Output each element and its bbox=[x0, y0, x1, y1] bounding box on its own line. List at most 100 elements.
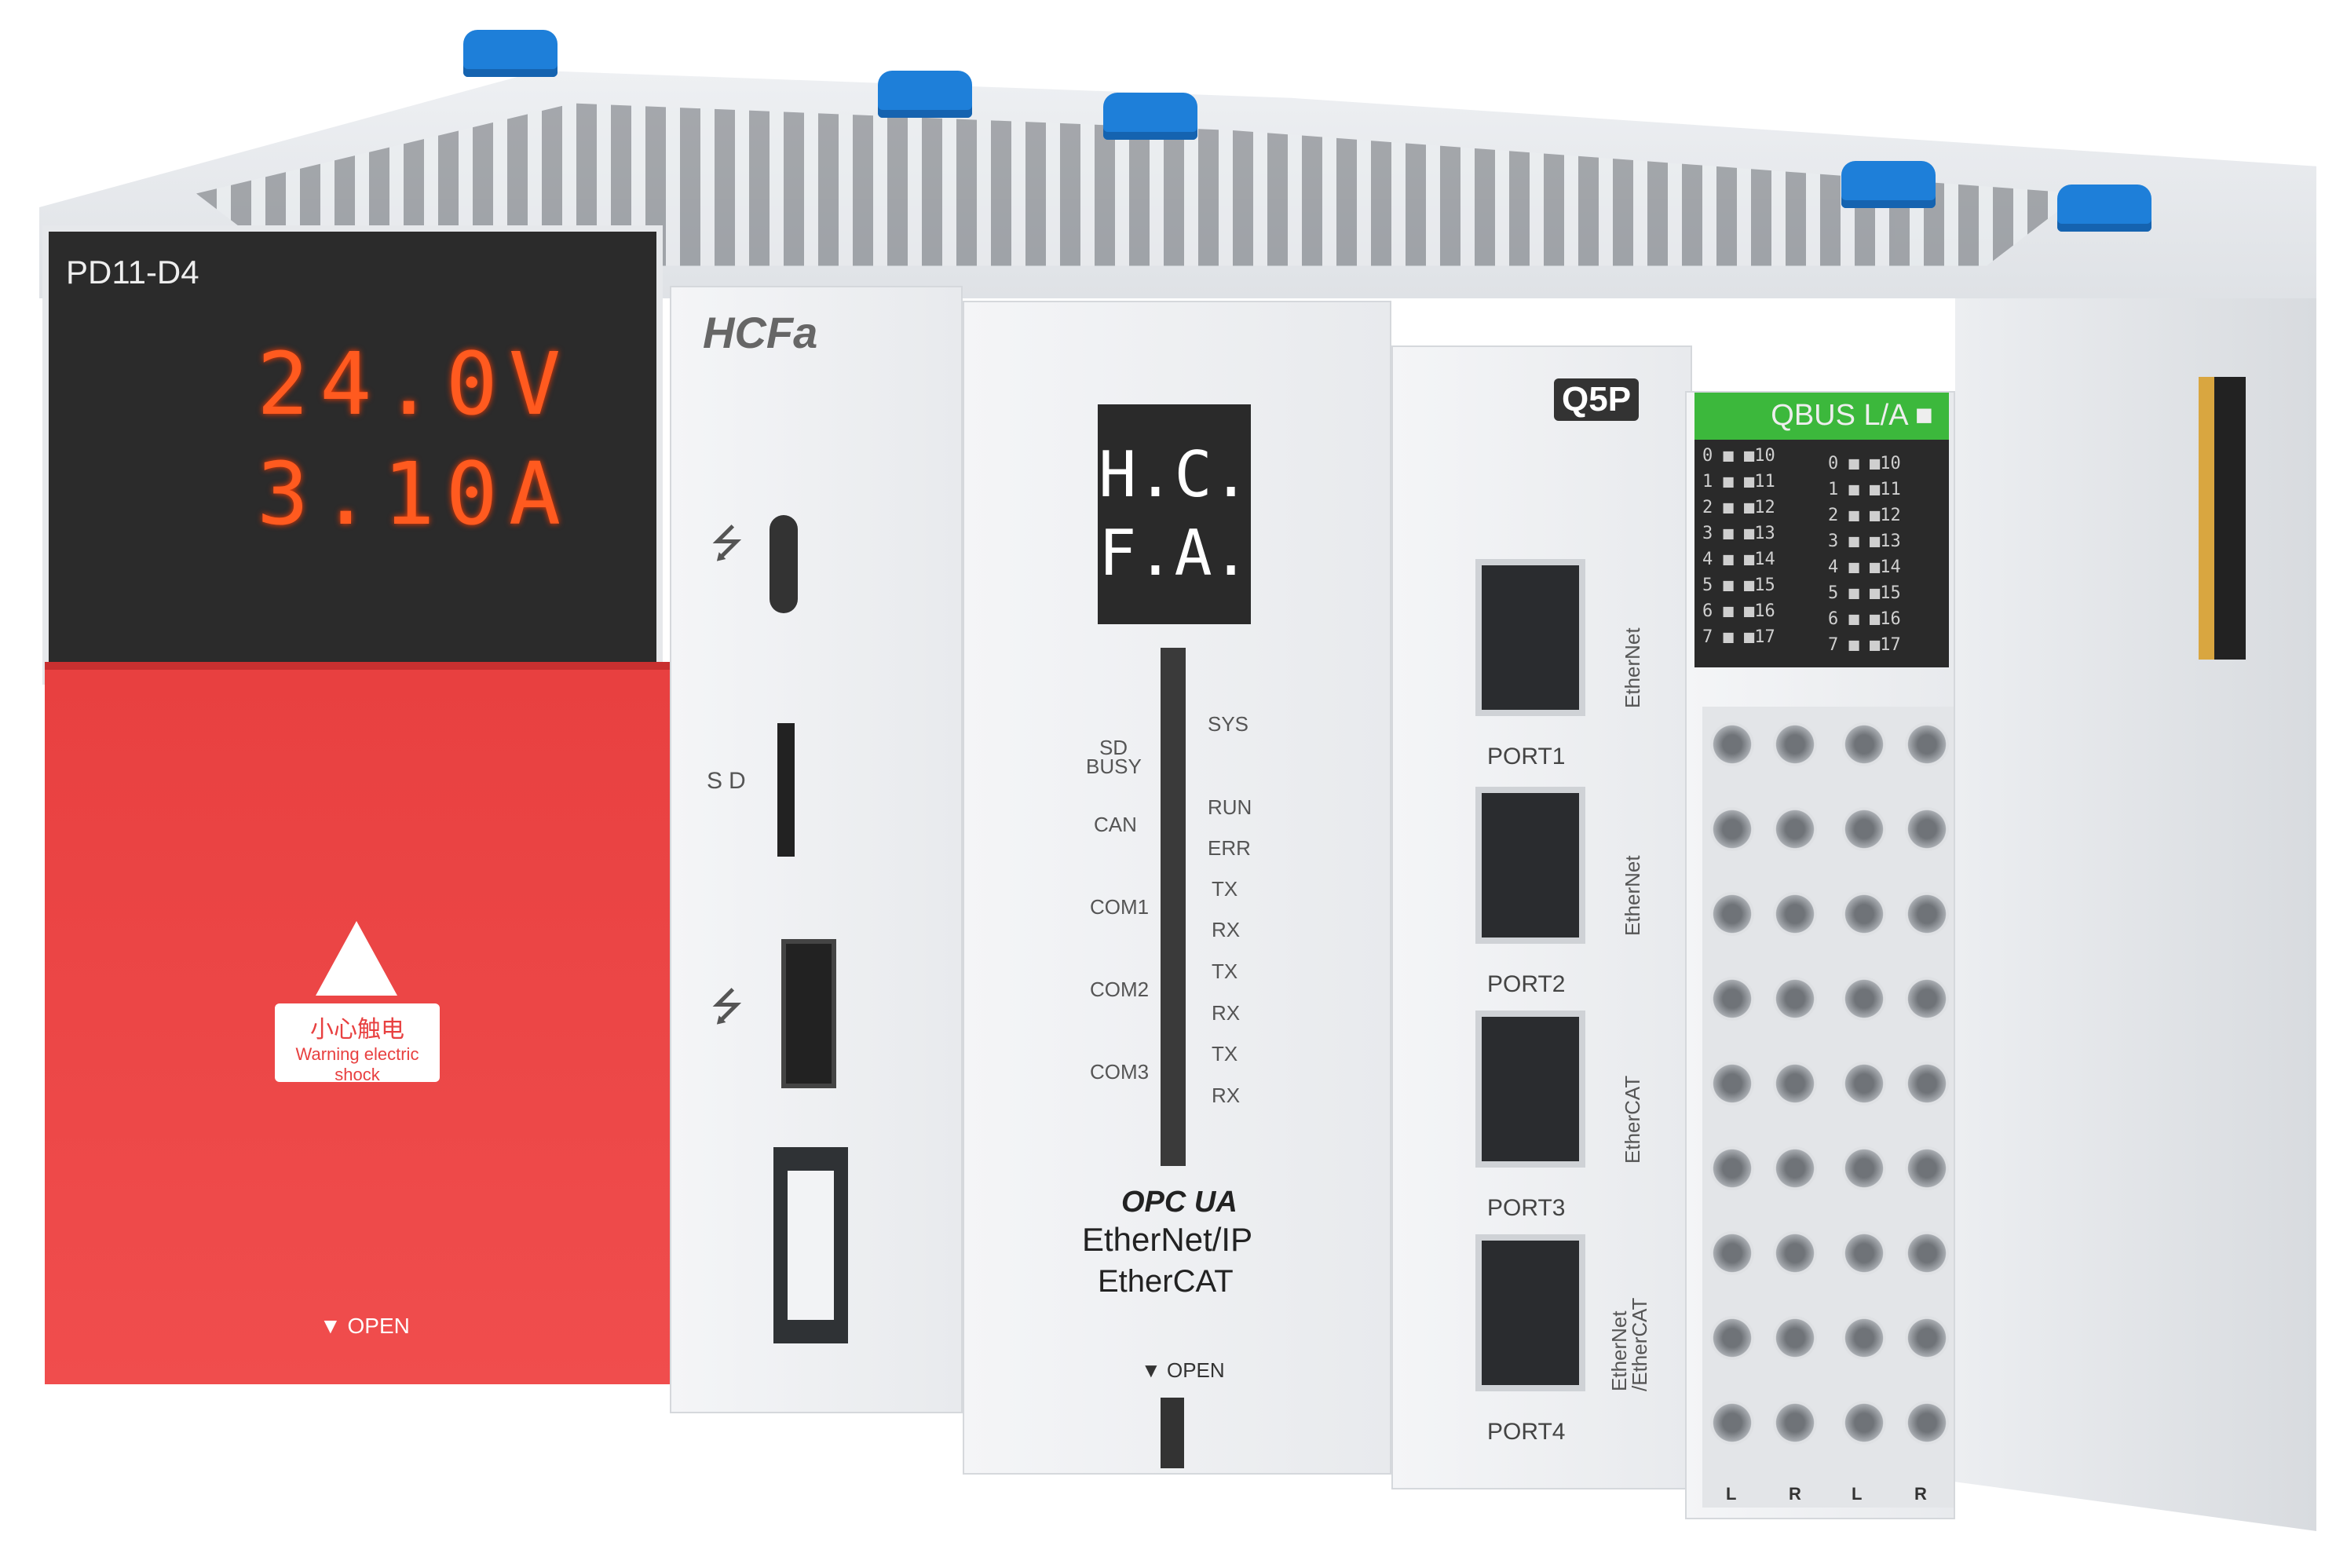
terminal-socket[interactable] bbox=[1842, 1231, 1886, 1275]
channel-label: 14 bbox=[1880, 557, 1901, 577]
terminal-socket[interactable] bbox=[1905, 1231, 1949, 1275]
terminal-socket[interactable] bbox=[1773, 1401, 1817, 1445]
din-clip[interactable] bbox=[1103, 93, 1197, 140]
display-line-2: F.A. bbox=[1099, 517, 1250, 590]
terminal-socket[interactable] bbox=[1842, 977, 1886, 1021]
port-label: PORT1 bbox=[1487, 744, 1566, 769]
terminal-socket[interactable] bbox=[1842, 722, 1886, 766]
din-latch[interactable] bbox=[773, 1147, 848, 1343]
usb-c-port[interactable] bbox=[770, 515, 798, 613]
terminal-socket[interactable] bbox=[1842, 892, 1886, 936]
terminal-socket[interactable] bbox=[1905, 807, 1949, 851]
channel-label: 12 bbox=[1880, 506, 1901, 525]
terminal-socket[interactable] bbox=[1710, 1062, 1754, 1106]
terminal-socket[interactable] bbox=[1773, 1316, 1817, 1360]
io-channel-led: 7 ■ ■17 bbox=[1702, 627, 1775, 647]
din-clip[interactable] bbox=[463, 30, 558, 77]
din-clip[interactable] bbox=[878, 71, 972, 118]
io-channel-led: 5 ■ ■15 bbox=[1702, 576, 1775, 595]
current-readout: 3.10A bbox=[257, 444, 572, 544]
led-strip bbox=[1161, 648, 1186, 1166]
terminal-socket[interactable] bbox=[1710, 1146, 1754, 1190]
channel-label: 2 bbox=[1828, 506, 1839, 525]
io-led-panel bbox=[1694, 440, 1949, 667]
brand-logo: HCFa bbox=[703, 308, 818, 357]
channel-label: 10 bbox=[1754, 446, 1775, 466]
terminal-socket[interactable] bbox=[1842, 807, 1886, 851]
terminal-socket[interactable] bbox=[1773, 722, 1817, 766]
channel-label: 2 bbox=[1702, 498, 1713, 517]
ethernet-port-1[interactable] bbox=[1475, 559, 1585, 716]
io-channel-led: 4 ■ ■14 bbox=[1828, 557, 1901, 577]
port-type: EtherCAT bbox=[1621, 1075, 1644, 1164]
ethernet-port-2[interactable] bbox=[1475, 787, 1585, 944]
terminal-socket[interactable] bbox=[1710, 807, 1754, 851]
ethernet-port-4[interactable] bbox=[1475, 1234, 1585, 1391]
terminal-socket[interactable] bbox=[1710, 722, 1754, 766]
channel-label: 17 bbox=[1754, 627, 1775, 647]
led-label: TX bbox=[1212, 959, 1238, 983]
terminal-label: L bbox=[1726, 1484, 1737, 1504]
cover-slot bbox=[1161, 1398, 1184, 1468]
io-channel-led: 3 ■ ■13 bbox=[1828, 532, 1901, 551]
display-line-1: H.C. bbox=[1099, 438, 1250, 511]
terminal-socket[interactable] bbox=[1905, 1062, 1949, 1106]
terminal-socket[interactable] bbox=[1710, 1401, 1754, 1445]
terminal-socket[interactable] bbox=[1710, 1231, 1754, 1275]
terminal-socket[interactable] bbox=[1842, 1401, 1886, 1445]
channel-label: 13 bbox=[1754, 524, 1775, 543]
din-clip[interactable] bbox=[2057, 185, 2151, 232]
led-label: SD BUSY bbox=[1086, 736, 1142, 778]
io-channel-led: 1 ■ ■11 bbox=[1828, 480, 1901, 499]
terminal-socket[interactable] bbox=[1842, 1316, 1886, 1360]
terminal-socket[interactable] bbox=[1710, 892, 1754, 936]
channel-label: 14 bbox=[1754, 550, 1775, 569]
terminal-socket[interactable] bbox=[1905, 722, 1949, 766]
terminal-socket[interactable] bbox=[1773, 892, 1817, 936]
channel-label: 11 bbox=[1880, 480, 1901, 499]
sd-slot[interactable] bbox=[777, 723, 795, 857]
led-label: COM1 bbox=[1090, 895, 1150, 919]
terminal-socket[interactable] bbox=[1905, 1146, 1949, 1190]
terminal-label: L bbox=[1852, 1484, 1863, 1504]
channel-label: 15 bbox=[1880, 583, 1901, 603]
terminal-socket[interactable] bbox=[1773, 1062, 1817, 1106]
terminal-socket[interactable] bbox=[1905, 1401, 1949, 1445]
terminal-socket[interactable] bbox=[1905, 1316, 1949, 1360]
led-label: TX bbox=[1212, 1042, 1238, 1065]
terminal-socket[interactable] bbox=[1905, 892, 1949, 936]
io-channel-led: 6 ■ ■16 bbox=[1828, 609, 1901, 629]
terminal-socket[interactable] bbox=[1905, 977, 1949, 1021]
led-label: SYS bbox=[1208, 712, 1249, 736]
open-label: ▼ OPEN bbox=[320, 1314, 410, 1338]
terminal-socket[interactable] bbox=[1710, 977, 1754, 1021]
terminal-socket[interactable] bbox=[1773, 1146, 1817, 1190]
terminal-cover[interactable]: 小心触电 Warning electric shock ▼ OPEN bbox=[45, 662, 677, 1384]
channel-label: 11 bbox=[1754, 472, 1775, 492]
usb-a-port[interactable] bbox=[781, 939, 836, 1088]
open-text: OPEN bbox=[347, 1314, 410, 1338]
terminal-socket[interactable] bbox=[1710, 1316, 1754, 1360]
bus-connector bbox=[2199, 377, 2246, 660]
terminal-socket[interactable] bbox=[1773, 1231, 1817, 1275]
q5p-logo: Q5P bbox=[1554, 378, 1640, 421]
warning-cn: 小心触电 bbox=[310, 1017, 404, 1043]
ethercat-port-3[interactable] bbox=[1475, 1011, 1585, 1168]
open-label: ▼ OPEN bbox=[1141, 1358, 1225, 1382]
io-channel-led: 5 ■ ■15 bbox=[1828, 583, 1901, 603]
terminal-socket[interactable] bbox=[1842, 1062, 1886, 1106]
led-label: RX bbox=[1212, 1084, 1241, 1107]
led-label: CAN bbox=[1094, 813, 1137, 836]
terminal-socket[interactable] bbox=[1773, 977, 1817, 1021]
ethernet-ip-logo: EtherNet/IP bbox=[1082, 1221, 1253, 1258]
usb-icon: ⭍ bbox=[711, 521, 744, 565]
channel-label: 1 bbox=[1702, 472, 1713, 492]
terminal-socket[interactable] bbox=[1842, 1146, 1886, 1190]
terminal-socket[interactable] bbox=[1773, 807, 1817, 851]
din-clip[interactable] bbox=[1841, 161, 1936, 208]
channel-label: 10 bbox=[1880, 454, 1901, 473]
io-channel-led: 2 ■ ■12 bbox=[1828, 506, 1901, 525]
voltage-readout: 24.0V bbox=[257, 334, 572, 434]
io-channel-led: 1 ■ ■11 bbox=[1702, 472, 1775, 492]
